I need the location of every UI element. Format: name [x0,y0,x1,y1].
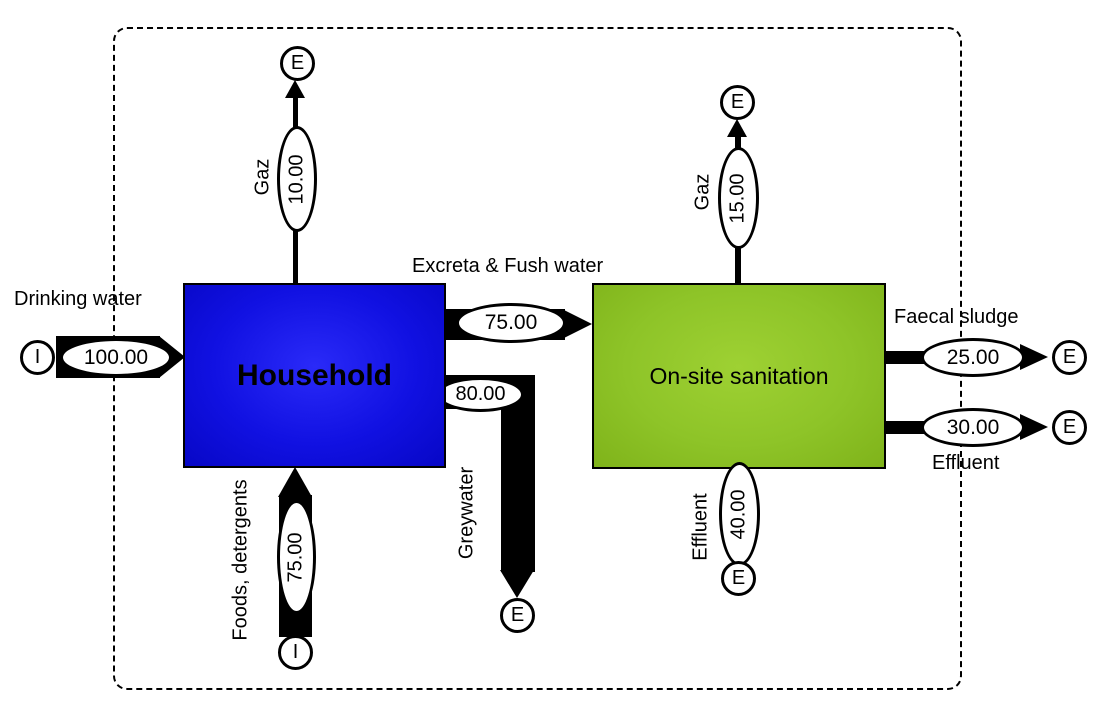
flow-drinking-water-value-ellipse: 100.00 [60,338,172,377]
process-household-label: Household [237,358,392,392]
flow-effluent-right-label: Effluent [932,452,1000,474]
terminal-export-greywater: E [500,598,535,633]
flow-effluent-right-value-ellipse: 30.00 [921,408,1025,447]
terminal-export-faecal: E [1052,340,1087,375]
terminal-export-effluent-bottom: E [721,561,756,596]
terminal-letter: I [292,641,299,663]
terminal-import-foods: I [278,635,313,670]
flow-faecal-value-ellipse: 25.00 [921,338,1025,377]
flow-gaz-household-value-ellipse: 10.00 [277,126,317,232]
flow-foods-value: 75.00 [285,531,307,583]
flow-drinking-water-label: Drinking water [14,288,142,310]
terminal-export-gaz-onsite: E [720,85,755,120]
flow-foods-arrowhead [278,467,312,497]
terminal-letter: E [1062,346,1077,368]
flow-gaz-onsite-value: 15.00 [727,172,749,224]
flow-foods-value-ellipse: 75.00 [277,500,316,614]
terminal-letter: E [1062,416,1077,438]
flow-effluent-right-value: 30.00 [946,415,1000,439]
flow-excreta-value-ellipse: 75.00 [456,303,566,343]
flow-gaz-household-label: Gaz [251,158,274,196]
flow-effluent-right-shaft [885,421,930,434]
flow-greywater-label: Greywater [455,466,478,560]
flow-gaz-household-arrowhead [285,80,305,98]
process-household: Household [183,283,446,468]
terminal-export-effluent-right: E [1052,410,1087,445]
flow-excreta-value: 75.00 [484,311,538,334]
flow-excreta-label: Excreta & Fush water [412,255,604,277]
flow-gaz-onsite-value-ellipse: 15.00 [718,147,759,249]
flow-effluent-bottom-value-ellipse: 40.00 [719,462,760,566]
flow-greywater-value: 80.00 [455,383,506,405]
terminal-letter: E [290,52,305,74]
terminal-import-drinking-water: I [20,340,55,375]
process-onsite-sanitation: On-site sanitation [592,283,886,469]
terminal-letter: E [730,91,745,113]
flow-greywater-arrowhead [500,570,534,598]
process-onsite-sanitation-label: On-site sanitation [649,362,829,389]
flow-drinking-water-value: 100.00 [83,345,149,369]
flow-greywater-value-ellipse: 80.00 [437,377,524,412]
terminal-letter: E [731,567,746,589]
flow-excreta-arrowhead [562,309,592,339]
terminal-letter: E [510,604,525,626]
flow-gaz-onsite-label: Gaz [691,173,714,211]
flow-faecal-label: Faecal sludge [894,306,1019,328]
terminal-letter: I [34,346,41,368]
flow-effluent-bottom-value: 40.00 [728,488,750,540]
flow-faecal-shaft [885,351,930,364]
flow-effluent-bottom-label: Effluent [689,493,712,561]
flow-gaz-onsite-arrowhead [727,119,747,137]
flow-gaz-household-value: 10.00 [285,153,308,205]
terminal-export-gaz-household: E [280,46,315,81]
flow-foods-label: Foods, detergents [229,479,252,641]
flow-faecal-value: 25.00 [946,345,1000,369]
